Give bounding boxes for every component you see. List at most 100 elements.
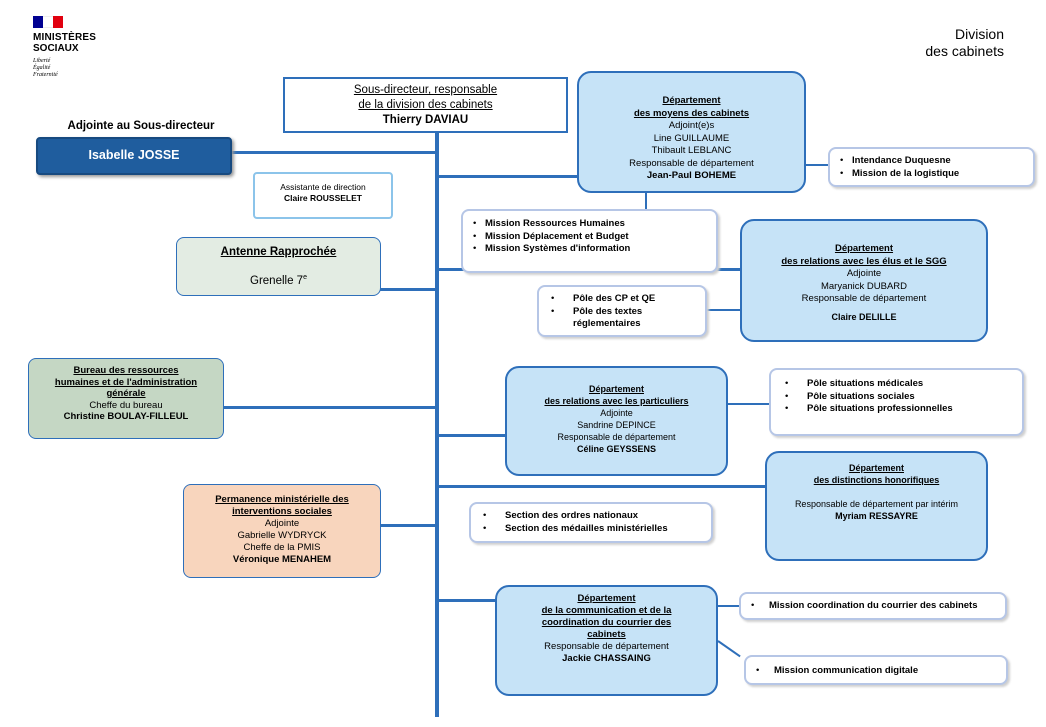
particuliers-poles-list: Pôle situations médicales Pôle situation…	[769, 368, 1024, 436]
permanence-role2: Cheffe de la PMIS	[243, 542, 321, 553]
permanence-title2: interventions sociales	[232, 506, 332, 517]
connector-comm-mission1	[718, 605, 741, 607]
dept-moyens-box: Département des moyens des cabinets Adjo…	[577, 71, 806, 193]
head-name: Thierry DAVIAU	[382, 114, 469, 126]
page-title: Division des cabinets	[880, 26, 1004, 60]
connector-moyens	[437, 175, 579, 178]
head-title2: de la division des cabinets	[358, 99, 493, 111]
bureau-title1: Bureau des ressources	[73, 365, 179, 376]
assistant-name: Claire ROUSSELET	[284, 193, 362, 203]
page-title-line2: des cabinets	[925, 43, 1004, 59]
list-item: Mission coordination du courrier des cab…	[747, 600, 999, 613]
dept-particuliers-title2: des relations avec les particuliers	[544, 396, 689, 406]
dept-comm-title1: Département	[577, 593, 636, 604]
main-trunk-line	[435, 133, 439, 717]
antenna-title: Antenne Rapprochée	[220, 246, 337, 258]
dept-distinctions-box: Département des distinctions honorifique…	[765, 451, 988, 561]
distinctions-sections-list: Section des ordres nationaux Section des…	[469, 502, 713, 543]
connector-particuliers	[437, 434, 507, 437]
dept-moyens-title2: des moyens des cabinets	[633, 107, 750, 119]
logo-line1: MINISTÈRES	[33, 32, 97, 43]
dept-particuliers-title1: Département	[588, 384, 644, 394]
bureau-title3: générale	[106, 388, 146, 399]
dept-elus-box: Département des relations avec les élus …	[740, 219, 988, 342]
list-item: Pôle situations sociales	[781, 391, 1012, 404]
dept-moyens-title1: Département	[662, 95, 721, 106]
assistant-box: Assistante de direction Claire ROUSSELET	[253, 172, 393, 219]
dept-elus-title1: Département	[834, 243, 894, 254]
dept-comm-name: Jackie CHASSAING	[562, 653, 651, 664]
dept-moyens-role2: Responsable de département	[629, 157, 754, 169]
dept-distinctions-title2: des distinctions honorifiques	[813, 475, 940, 485]
comm-mission1-box: Mission coordination du courrier des cab…	[739, 592, 1007, 620]
connector-distinctions	[437, 485, 767, 488]
permanence-box: Permanence ministérielle des interventio…	[183, 484, 381, 578]
logo-motto2: Égalité	[33, 65, 51, 71]
list-item: Section des ordres nationaux	[479, 510, 703, 523]
antenna-box: Antenne Rapprochée Grenelle 7e	[176, 237, 381, 296]
dept-elus-role1: Adjointe	[846, 268, 882, 279]
logo: MINISTÈRES SOCIAUX Liberté Égalité Frate…	[33, 16, 123, 82]
dept-moyens-name2: Jean-Paul BOHEME	[646, 170, 737, 181]
logo-motto3: Fraternité	[33, 72, 58, 78]
connector-comm-mission2	[717, 640, 741, 658]
connector-permanence	[381, 524, 437, 527]
dept-distinctions-title1: Département	[848, 463, 904, 473]
missions-rh-list: Mission Ressources Humaines Mission Dépl…	[461, 209, 718, 273]
antenna-sup: e	[303, 274, 307, 281]
antenna-place: Grenelle 7	[250, 274, 304, 287]
connector-bureau	[223, 406, 437, 409]
list-item: Pôle des CP et QE	[547, 293, 697, 306]
flag-icon	[33, 16, 63, 28]
list-item: Mission de la logistique	[836, 168, 1027, 181]
moyens-missions-list: Intendance Duquesne Mission de la logist…	[828, 147, 1035, 187]
list-item: Mission Systèmes d'information	[469, 243, 710, 256]
dept-elus-title2: des relations avec les élus et le SGG	[781, 255, 947, 267]
dept-comm-box: Département de la communication et de la…	[495, 585, 718, 696]
dept-particuliers-name2: Céline GEYSSENS	[576, 444, 657, 454]
dept-particuliers-role1: Adjointe	[600, 408, 633, 418]
list-item: Pôle situations médicales	[781, 378, 1012, 391]
connector-moyens-missions	[805, 164, 829, 166]
logo-line2: SOCIAUX	[33, 43, 79, 54]
connector-moyens-down	[645, 192, 647, 210]
bureau-role: Cheffe du bureau	[89, 399, 163, 411]
dept-moyens-role1: Adjoint(e)s	[668, 120, 715, 131]
permanence-name2: Véronique MENAHEM	[232, 554, 332, 565]
dept-comm-role: Responsable de département	[544, 641, 669, 652]
dept-moyens-name1a: Line GUILLAUME	[653, 132, 730, 144]
bureau-rh-box: Bureau des ressources humaines et de l'a…	[28, 358, 224, 439]
elus-poles-list: Pôle des CP et QE Pôle des textes réglem…	[537, 285, 707, 337]
dept-distinctions-name: Myriam RESSAYRE	[835, 511, 918, 521]
page-title-line1: Division	[954, 26, 1004, 42]
bureau-name: Christine BOULAY-FILLEUL	[63, 411, 189, 422]
deputy-label: Adjointe au Sous-directeur	[67, 120, 215, 132]
dept-elus-name2: Claire DELILLE	[831, 311, 897, 322]
dept-comm-title2: de la communication et de la	[541, 605, 672, 616]
head-box: Sous-directeur, responsable de la divisi…	[283, 77, 568, 133]
dept-particuliers-role2: Responsable de département	[557, 432, 676, 442]
head-title1: Sous-directeur, responsable	[353, 84, 498, 96]
dept-particuliers-box: Département des relations avec les parti…	[505, 366, 728, 476]
assistant-role: Assistante de direction	[280, 182, 366, 192]
bureau-title2: humaines et de l'administration	[54, 376, 198, 388]
connector-particuliers-poles	[727, 403, 770, 405]
dept-elus-role2: Responsable de département	[801, 293, 927, 304]
connector-elus-poles	[706, 309, 742, 311]
dept-moyens-name1b: Thibault LEBLANC	[651, 145, 732, 156]
connector-deputy	[232, 151, 437, 154]
dept-particuliers-name1: Sandrine DEPINCE	[577, 420, 656, 430]
permanence-title1: Permanence ministérielle des	[215, 494, 349, 505]
connector-comm	[437, 599, 497, 602]
list-item: Pôle des textes réglementaires	[547, 306, 697, 331]
connector-antenna	[380, 288, 437, 291]
deputy-name: Isabelle JOSSE	[88, 148, 180, 162]
deputy-box: Isabelle JOSSE	[36, 137, 232, 175]
list-item: Mission Ressources Humaines	[469, 218, 710, 231]
list-item: Intendance Duquesne	[836, 155, 1027, 168]
dept-elus-name1: Maryanick DUBARD	[820, 280, 908, 292]
dept-comm-title3: coordination du courrier des	[541, 617, 672, 628]
comm-mission2-box: Mission communication digitale	[744, 655, 1008, 685]
dept-comm-title4: cabinets	[587, 629, 626, 640]
list-item: Section des médailles ministérielles	[479, 523, 703, 536]
